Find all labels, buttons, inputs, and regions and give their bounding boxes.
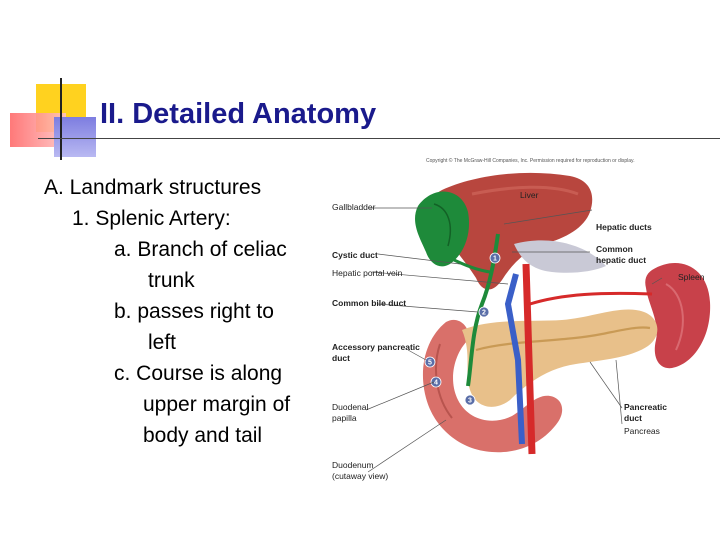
slide-title: II. Detailed Anatomy	[100, 98, 377, 130]
outline-item: a. Branch of celiac	[114, 238, 287, 261]
svg-text:5: 5	[428, 360, 432, 367]
svg-text:3: 3	[468, 398, 472, 405]
label-spleen: Spleen	[678, 272, 705, 282]
label-duodenum-line2: (cutaway view)	[332, 471, 388, 481]
duodenum-shape	[422, 319, 563, 453]
outline-item: 1. Splenic Artery:	[72, 207, 231, 230]
outline-item: b. passes right to	[114, 300, 274, 323]
label-common-hepatic-duct-line2: hepatic duct	[596, 255, 646, 265]
slide-outline: A. Landmark structures 1. Splenic Artery…	[44, 172, 290, 451]
outline-item: c. Course is along	[114, 362, 283, 385]
outline-item: body and tail	[143, 424, 263, 447]
splenic-artery-vessel	[529, 291, 653, 306]
label-hepatic-ducts: Hepatic ducts	[596, 222, 652, 232]
outline-item: upper margin of	[143, 393, 291, 416]
outline-item: trunk	[148, 269, 195, 292]
outline-item: left	[148, 331, 177, 354]
spleen-shape	[645, 263, 711, 369]
label-duodenal-papilla: Duodenal	[332, 402, 369, 412]
label-common-hepatic-duct: Common	[596, 244, 633, 254]
label-pancreatic-duct-line2: duct	[624, 413, 642, 423]
marker-1: 1	[489, 252, 501, 264]
liver-shape	[430, 172, 593, 290]
label-gallbladder: Gallbladder	[332, 202, 376, 212]
title-underline	[38, 138, 720, 139]
decor-vertical-line	[60, 78, 62, 160]
marker-3: 3	[464, 394, 476, 406]
marker-2: 2	[478, 306, 490, 318]
portal-vein-vessel	[504, 273, 525, 445]
svg-text:2: 2	[482, 310, 486, 317]
label-common-bile-duct: Common bile duct	[332, 298, 406, 308]
figure-copyright: Copyright © The McGraw-Hill Companies, I…	[426, 157, 635, 164]
label-duodenum: Duodenum	[332, 460, 374, 470]
marker-4: 4	[430, 376, 442, 388]
label-duodenal-papilla-line2: papilla	[332, 413, 357, 423]
aorta-vessel	[522, 263, 536, 455]
label-liver: Liver	[520, 190, 539, 200]
pancreas-shape	[462, 309, 658, 407]
anatomy-figure: Copyright © The McGraw-Hill Companies, I…	[332, 157, 711, 481]
label-accessory-pancreatic-duct-line2: duct	[332, 353, 350, 363]
label-pancreatic-duct: Pancreatic	[624, 402, 667, 412]
outline-item: A. Landmark structures	[44, 176, 262, 199]
label-pancreas: Pancreas	[624, 426, 660, 436]
label-cystic-duct: Cystic duct	[332, 250, 378, 260]
label-accessory-pancreatic-duct: Accessory pancreatic	[332, 342, 420, 352]
svg-text:1: 1	[493, 256, 497, 263]
gallbladder-shape	[415, 191, 470, 267]
svg-text:4: 4	[434, 380, 438, 387]
label-hepatic-portal-vein: Hepatic portal vein	[332, 268, 403, 278]
marker-5: 5	[424, 356, 436, 368]
